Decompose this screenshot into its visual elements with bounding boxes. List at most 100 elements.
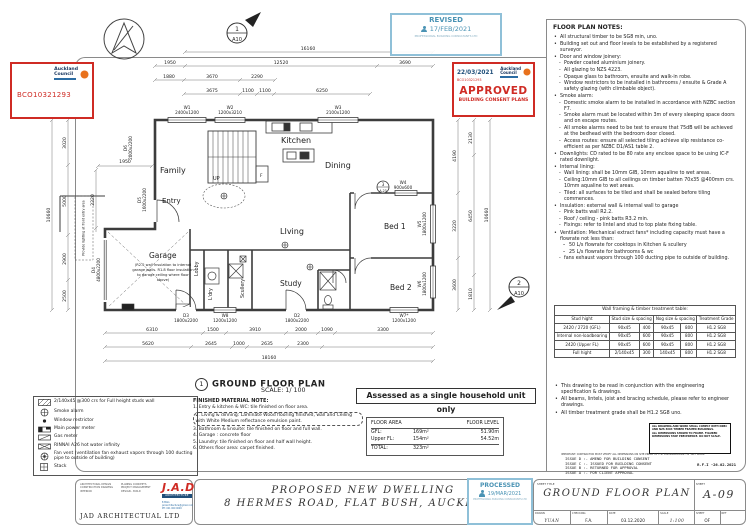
legend-box: 2/140x45 @300 crs for Full height studs … <box>33 396 198 476</box>
door-leaves <box>103 192 372 311</box>
svg-text:(R2.2 wall insulation to inter: (R2.2 wall insulation to internal <box>135 263 191 267</box>
room-garage: Garage <box>149 251 177 260</box>
legend-item: Gas meter <box>37 434 194 441</box>
kitchen-fittings <box>255 120 333 183</box>
note-item: Insulation: external wall & internal wal… <box>553 204 739 210</box>
pohutukawa-icon <box>523 68 531 76</box>
plan-sheet-border <box>75 57 546 472</box>
window-openings <box>167 117 436 313</box>
svg-text:5620: 5620 <box>142 341 154 347</box>
gas-meter-icon <box>37 434 51 441</box>
svg-text:4190: 4190 <box>452 150 458 162</box>
room-study: Study <box>280 279 302 288</box>
svg-text:A10: A10 <box>232 37 242 43</box>
issue-line: ISSUE C :- ISSUED FOR BUILDING CONSENT <box>565 460 652 466</box>
room-scullery: Scullery <box>240 279 246 298</box>
material-note-item: 4. Garage : concrete floor <box>193 433 251 439</box>
note-item: Domestic smoke alarm to be installed in … <box>553 101 739 113</box>
svg-text:1950: 1950 <box>119 159 131 165</box>
revised-date: 17/FEB/2021 <box>429 25 472 33</box>
note-item: Roof / ceiling - pink batts R3.2 min. <box>553 217 739 223</box>
note-item: Fixings: refer to lintel and stud to top… <box>553 223 739 229</box>
svg-text:W6: W6 <box>417 280 422 287</box>
council-word-1: Auckland <box>54 67 78 72</box>
notes-footer: This drawing to be read in conjunction w… <box>554 383 734 417</box>
svg-text:16160: 16160 <box>301 46 316 52</box>
plan-scale: SCALE: 1/ 100 <box>261 387 306 394</box>
legend-item: Main power meter <box>37 426 194 433</box>
svg-text:3690: 3690 <box>399 60 411 66</box>
legend-item: Stack <box>37 463 194 471</box>
garage-door-swing <box>107 231 189 308</box>
material-note-item-highlighted: 2. Living & dinning: Laminate Wood floor… <box>193 411 363 426</box>
contact-info: E-MAIL: jad.architecture@gmail.com PH: 0… <box>162 501 193 510</box>
legend-item: Fan vent (ventilation fan exhaust vapors… <box>37 451 194 462</box>
svg-text:W5: W5 <box>417 220 422 227</box>
revised-title: REVISED <box>429 16 463 24</box>
svg-text:2220: 2220 <box>90 194 96 206</box>
issue-history: ISSUE D :- AMEND FOR BUILDING CONSENT IS… <box>565 456 652 475</box>
svg-text:2300: 2300 <box>297 341 309 347</box>
council-word-2: Council <box>500 70 517 76</box>
person-icon <box>479 490 486 497</box>
architect-block: ARCHITECTURAL DESIGN CONSTRUCTION DRAWIN… <box>75 479 195 525</box>
svg-text:3: 3 <box>382 182 385 187</box>
approved-stamp: Auckland Council 22/03/2021 BCO10321293 … <box>452 62 535 117</box>
note-item: Access routes: ensure all selected tilin… <box>553 139 739 151</box>
note-item: Door and window joinery: <box>553 55 739 61</box>
svg-text:garage walls. R1.8 floor insul: garage walls. R1.8 floor insulation <box>132 268 193 272</box>
svg-text:2900: 2900 <box>62 253 68 265</box>
entry-note: Provide lighting at front entry area <box>82 200 86 255</box>
svg-text:D6: D6 <box>123 145 128 151</box>
svg-text:W3: W3 <box>335 105 342 110</box>
table-row: TOTAL:323m² <box>371 446 429 452</box>
revised-stamp: REVISED 17/FEB/2021 PROFESSIONAL BUILDIN… <box>390 13 502 56</box>
material-note-item: 5. Laundry: tile finished on floor and h… <box>193 439 312 445</box>
svg-text:1800x1200: 1800x1200 <box>422 272 427 296</box>
svg-text:2100x1200: 2100x1200 <box>326 110 350 115</box>
room-dining: Dining <box>325 161 351 170</box>
svg-text:1: 1 <box>235 26 239 33</box>
approved-word: APPROVED <box>459 85 528 97</box>
auckland-council-logo: Auckland Council <box>54 67 89 81</box>
svg-text:D4: D4 <box>91 267 96 273</box>
project-address: 8 HERMES ROAD, FLAT BUSH, AUCKLAND <box>224 498 502 509</box>
svg-text:900x600: 900x600 <box>394 185 413 190</box>
jad-logo: J.A.D ARCHITECTURE <box>162 481 195 498</box>
services-list-b: PLANING CONCEPTS PROJECT MANAGEMENT DESI… <box>121 483 151 493</box>
svg-text:W8: W8 <box>222 313 229 318</box>
svg-text:to garage ceiling where floor: to garage ceiling where floor <box>137 273 189 277</box>
approved-subtitle: BUILDING CONSENT PLANS <box>458 98 529 103</box>
hot-water-icon <box>37 443 51 450</box>
svg-text:D5: D5 <box>137 197 142 203</box>
svg-text:5000: 5000 <box>62 195 68 207</box>
note-item: This drawing to be read in conjunction w… <box>554 384 734 396</box>
svg-text:3300: 3300 <box>377 327 389 333</box>
note-item: Internal lining: <box>553 165 739 171</box>
notes-column-border <box>546 19 746 472</box>
svg-text:12520: 12520 <box>274 60 289 66</box>
note-item: Ventilation: Mechanical extract fans* in… <box>553 231 739 243</box>
svg-text:1880: 1880 <box>163 74 175 80</box>
smoke-alarm-symbols <box>220 192 314 271</box>
svg-text:4800x2200: 4800x2200 <box>96 258 101 282</box>
sheet-title-label: SHEET TITLE <box>537 482 555 486</box>
note-item: Powder coated aluminium joinery. <box>553 61 739 67</box>
disclaimer-box: ALL DRAWING AND WORK SHALL COMPLY WITH N… <box>649 423 731 454</box>
hatch-icon <box>37 399 51 406</box>
wall-framing-table: Wall framing & timber treatment table: S… <box>554 305 736 359</box>
svg-text:1000: 1000 <box>233 341 245 347</box>
dimension-lines <box>49 49 493 364</box>
notes-list: All structural timber to be SG8 min, uno… <box>553 35 739 263</box>
section-marker-2: 2 A10 <box>497 276 530 310</box>
